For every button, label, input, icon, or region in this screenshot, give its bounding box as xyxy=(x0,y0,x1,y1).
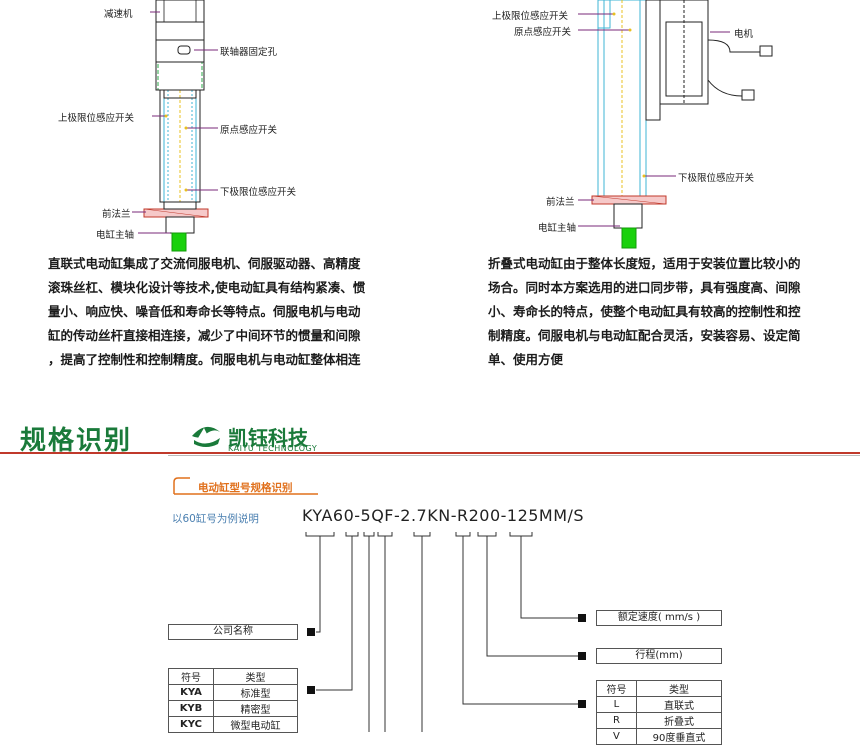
table-cell: 标准型 xyxy=(213,684,298,701)
logo-name: 凯钰科技 xyxy=(228,426,308,450)
label-lower-limit: 下极限位感应开关 xyxy=(678,173,755,184)
label-origin: 原点感应开关 xyxy=(514,27,572,38)
model-code: KYA60-5QF-2.7KN-R200-125MM/S xyxy=(302,506,585,525)
table-row: KYC 微型电动缸 xyxy=(167,716,298,733)
marker xyxy=(578,652,586,660)
direct-cylinder-description: 直联式电动缸集成了交流伺服电机、伺服驱动器、高精度 滚珠丝杠、模块化设计等技术,… xyxy=(48,252,365,372)
table-cell: 90度垂直式 xyxy=(635,728,723,745)
table-cell: KYC xyxy=(167,716,215,733)
marker xyxy=(307,628,315,636)
table-header: 类型 xyxy=(635,680,723,697)
company-logo-icon xyxy=(192,426,220,447)
table-header-row: 符号 类型 xyxy=(167,668,298,685)
table-row: KYB 精密型 xyxy=(167,700,298,717)
paragraph-line: 制精度。伺服电机与电动缸配合灵活，安装容易、设定简 xyxy=(488,328,801,343)
table-cell: KYA xyxy=(167,684,215,701)
subtitle: 电动缸型号规格识别 xyxy=(198,482,293,494)
table-header: 符号 xyxy=(167,668,215,685)
marker xyxy=(578,700,586,708)
paragraph-line: ，提高了控制性和控制精度。伺服电机与电动缸整体相连 xyxy=(48,352,361,367)
subtitle-bracket xyxy=(173,477,318,495)
section-title: 规格识别 xyxy=(20,426,133,456)
type-table: 符号 类型 KYA 标准型 KYB 精密型 KYC 微型电动缸 xyxy=(167,668,298,733)
paragraph-line: 单、使用方便 xyxy=(488,352,564,367)
paragraph-line: 滚珠丝杠、模块化设计等技术,使电动缸具有结构紧凑、惯 xyxy=(48,280,366,295)
direct-cylinder-drawing xyxy=(132,0,218,252)
label-upper-limit: 上极限位感应开关 xyxy=(58,113,135,124)
logo-subtitle: KAIYU TECHNOLOGY xyxy=(228,444,318,453)
table-cell: 微型电动缸 xyxy=(213,716,298,733)
paragraph-line: 直联式电动缸集成了交流伺服电机、伺服驱动器、高精度 xyxy=(48,256,361,271)
label-front-flange: 前法兰 xyxy=(546,197,575,208)
paragraph-line: 小、寿命长的特点，使整个电动缸具有较高的控制性和控 xyxy=(488,304,801,319)
table-cell: 直联式 xyxy=(635,696,723,713)
rated-speed-box: 额定速度( mm/s ) xyxy=(596,610,722,626)
paragraph-line: 量小、响应快、噪音低和寿命长等特点。伺服电机与电动 xyxy=(48,304,361,319)
label-main-shaft: 电缸主轴 xyxy=(538,223,577,234)
table-row: V 90度垂直式 xyxy=(596,728,723,745)
label-reducer: 减速机 xyxy=(104,9,133,20)
folding-cylinder-description: 折叠式电动缸由于整体长度短，适用于安装位置比较小的 场合。同时本方案选用的进口同… xyxy=(488,252,801,372)
divider-line xyxy=(168,455,860,456)
label-lower-limit: 下极限位感应开关 xyxy=(220,187,297,198)
label-main-shaft: 电缸主轴 xyxy=(96,230,135,241)
table-cell: V xyxy=(596,728,637,745)
table-cell: 精密型 xyxy=(213,700,298,717)
table-row: KYA 标准型 xyxy=(167,684,298,701)
table-cell: L xyxy=(596,696,637,713)
title-divider xyxy=(0,452,860,454)
table-row: R 折叠式 xyxy=(596,712,723,729)
example-note: 以60缸号为例说明 xyxy=(172,513,259,525)
label-motor: 电机 xyxy=(734,29,754,40)
label-coupling-hole: 联轴器固定孔 xyxy=(220,47,278,58)
table-header-row: 符号 类型 xyxy=(596,680,723,697)
paragraph-line: 折叠式电动缸由于整体长度短，适用于安装位置比较小的 xyxy=(488,256,801,271)
table-row: L 直联式 xyxy=(596,696,723,713)
paragraph-line: 场合。同时本方案选用的进口同步带，具有强度高、间隙 xyxy=(488,280,801,295)
table-cell: KYB xyxy=(167,700,215,717)
table-header: 符号 xyxy=(596,680,637,697)
label-origin: 原点感应开关 xyxy=(220,125,278,136)
paragraph-line: 缸的传动丝杆直接相连接，减少了中间环节的惯量和间隙 xyxy=(48,328,361,343)
label-front-flange: 前法兰 xyxy=(102,209,131,220)
marker xyxy=(578,614,586,622)
table-header: 类型 xyxy=(213,668,298,685)
stroke-box: 行程(mm) xyxy=(596,648,722,664)
marker xyxy=(307,686,315,694)
mount-table: 符号 类型 L 直联式 R 折叠式 V 90度垂直式 xyxy=(596,680,723,745)
company-name-box: 公司名称 xyxy=(168,624,298,640)
label-upper-limit: 上极限位感应开关 xyxy=(492,11,569,22)
folding-cylinder-drawing xyxy=(578,0,773,249)
table-cell: R xyxy=(596,712,637,729)
table-cell: 折叠式 xyxy=(635,712,723,729)
